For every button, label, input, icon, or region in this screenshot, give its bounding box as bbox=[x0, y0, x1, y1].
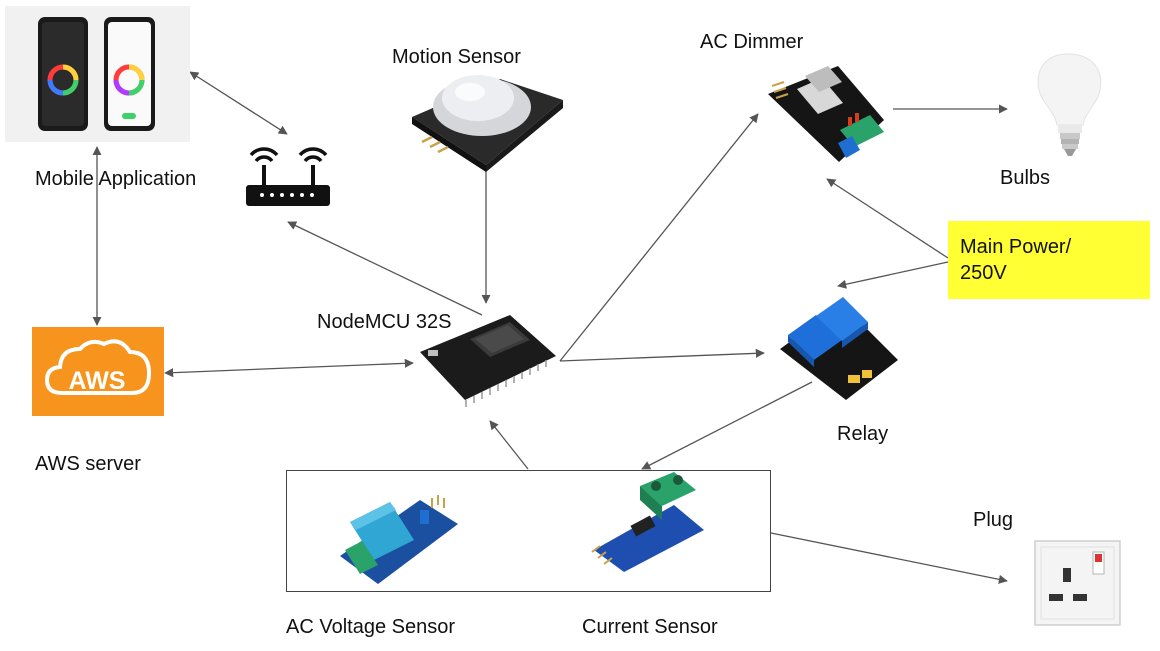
smartphone-icon bbox=[5, 6, 190, 142]
relay-label: Relay bbox=[837, 423, 889, 445]
arrow-router-nodemcu bbox=[287, 221, 483, 316]
arrow-aws-nodemcu bbox=[164, 358, 414, 378]
aws-cloud-icon: AWS bbox=[32, 327, 164, 416]
aws-logo-text: AWS bbox=[69, 367, 126, 395]
arrow-relay-sensors bbox=[641, 381, 813, 470]
sensor-group-frame bbox=[286, 470, 771, 592]
arrow-power-relay bbox=[837, 261, 949, 289]
main-power-label-line1: Main Power/ bbox=[960, 236, 1072, 258]
main-power-label-line2: 250V bbox=[960, 262, 1007, 284]
ac-voltage-sensor-label: AC Voltage Sensor bbox=[286, 616, 455, 638]
motion-sensor-label: Motion Sensor bbox=[392, 46, 521, 68]
main-power-box: Main Power/ 250V bbox=[948, 221, 1150, 299]
wall-plug-icon bbox=[1034, 540, 1121, 626]
esp32-board-icon bbox=[420, 315, 556, 407]
mobile-app-label: Mobile Application bbox=[35, 168, 197, 190]
bulbs-label: Bulbs bbox=[1000, 167, 1051, 189]
wifi-router-icon bbox=[246, 147, 330, 206]
pir-sensor-icon bbox=[412, 75, 563, 172]
arrow-nodemcu-dimmer bbox=[559, 113, 759, 362]
ac-dimmer-label: AC Dimmer bbox=[700, 31, 804, 53]
arrow-sensors-nodemcu bbox=[489, 420, 529, 470]
arrow-nodemcu-relay bbox=[559, 348, 765, 362]
ac-dimmer-module-icon bbox=[768, 66, 884, 162]
nodemcu-label: NodeMCU 32S bbox=[317, 311, 452, 333]
arrow-power-dimmer bbox=[826, 178, 949, 259]
plug-label: Plug bbox=[973, 509, 1014, 531]
arrow-sensors-plug bbox=[770, 532, 1008, 584]
aws-server-label: AWS server bbox=[35, 453, 141, 475]
relay-module-icon bbox=[780, 297, 898, 400]
light-bulb-icon bbox=[1037, 53, 1102, 156]
current-sensor-label: Current Sensor bbox=[582, 616, 718, 638]
voltage-sensor-icon bbox=[340, 495, 458, 584]
current-sensor-icon bbox=[591, 472, 704, 572]
arrow-mobile-router bbox=[189, 71, 288, 135]
